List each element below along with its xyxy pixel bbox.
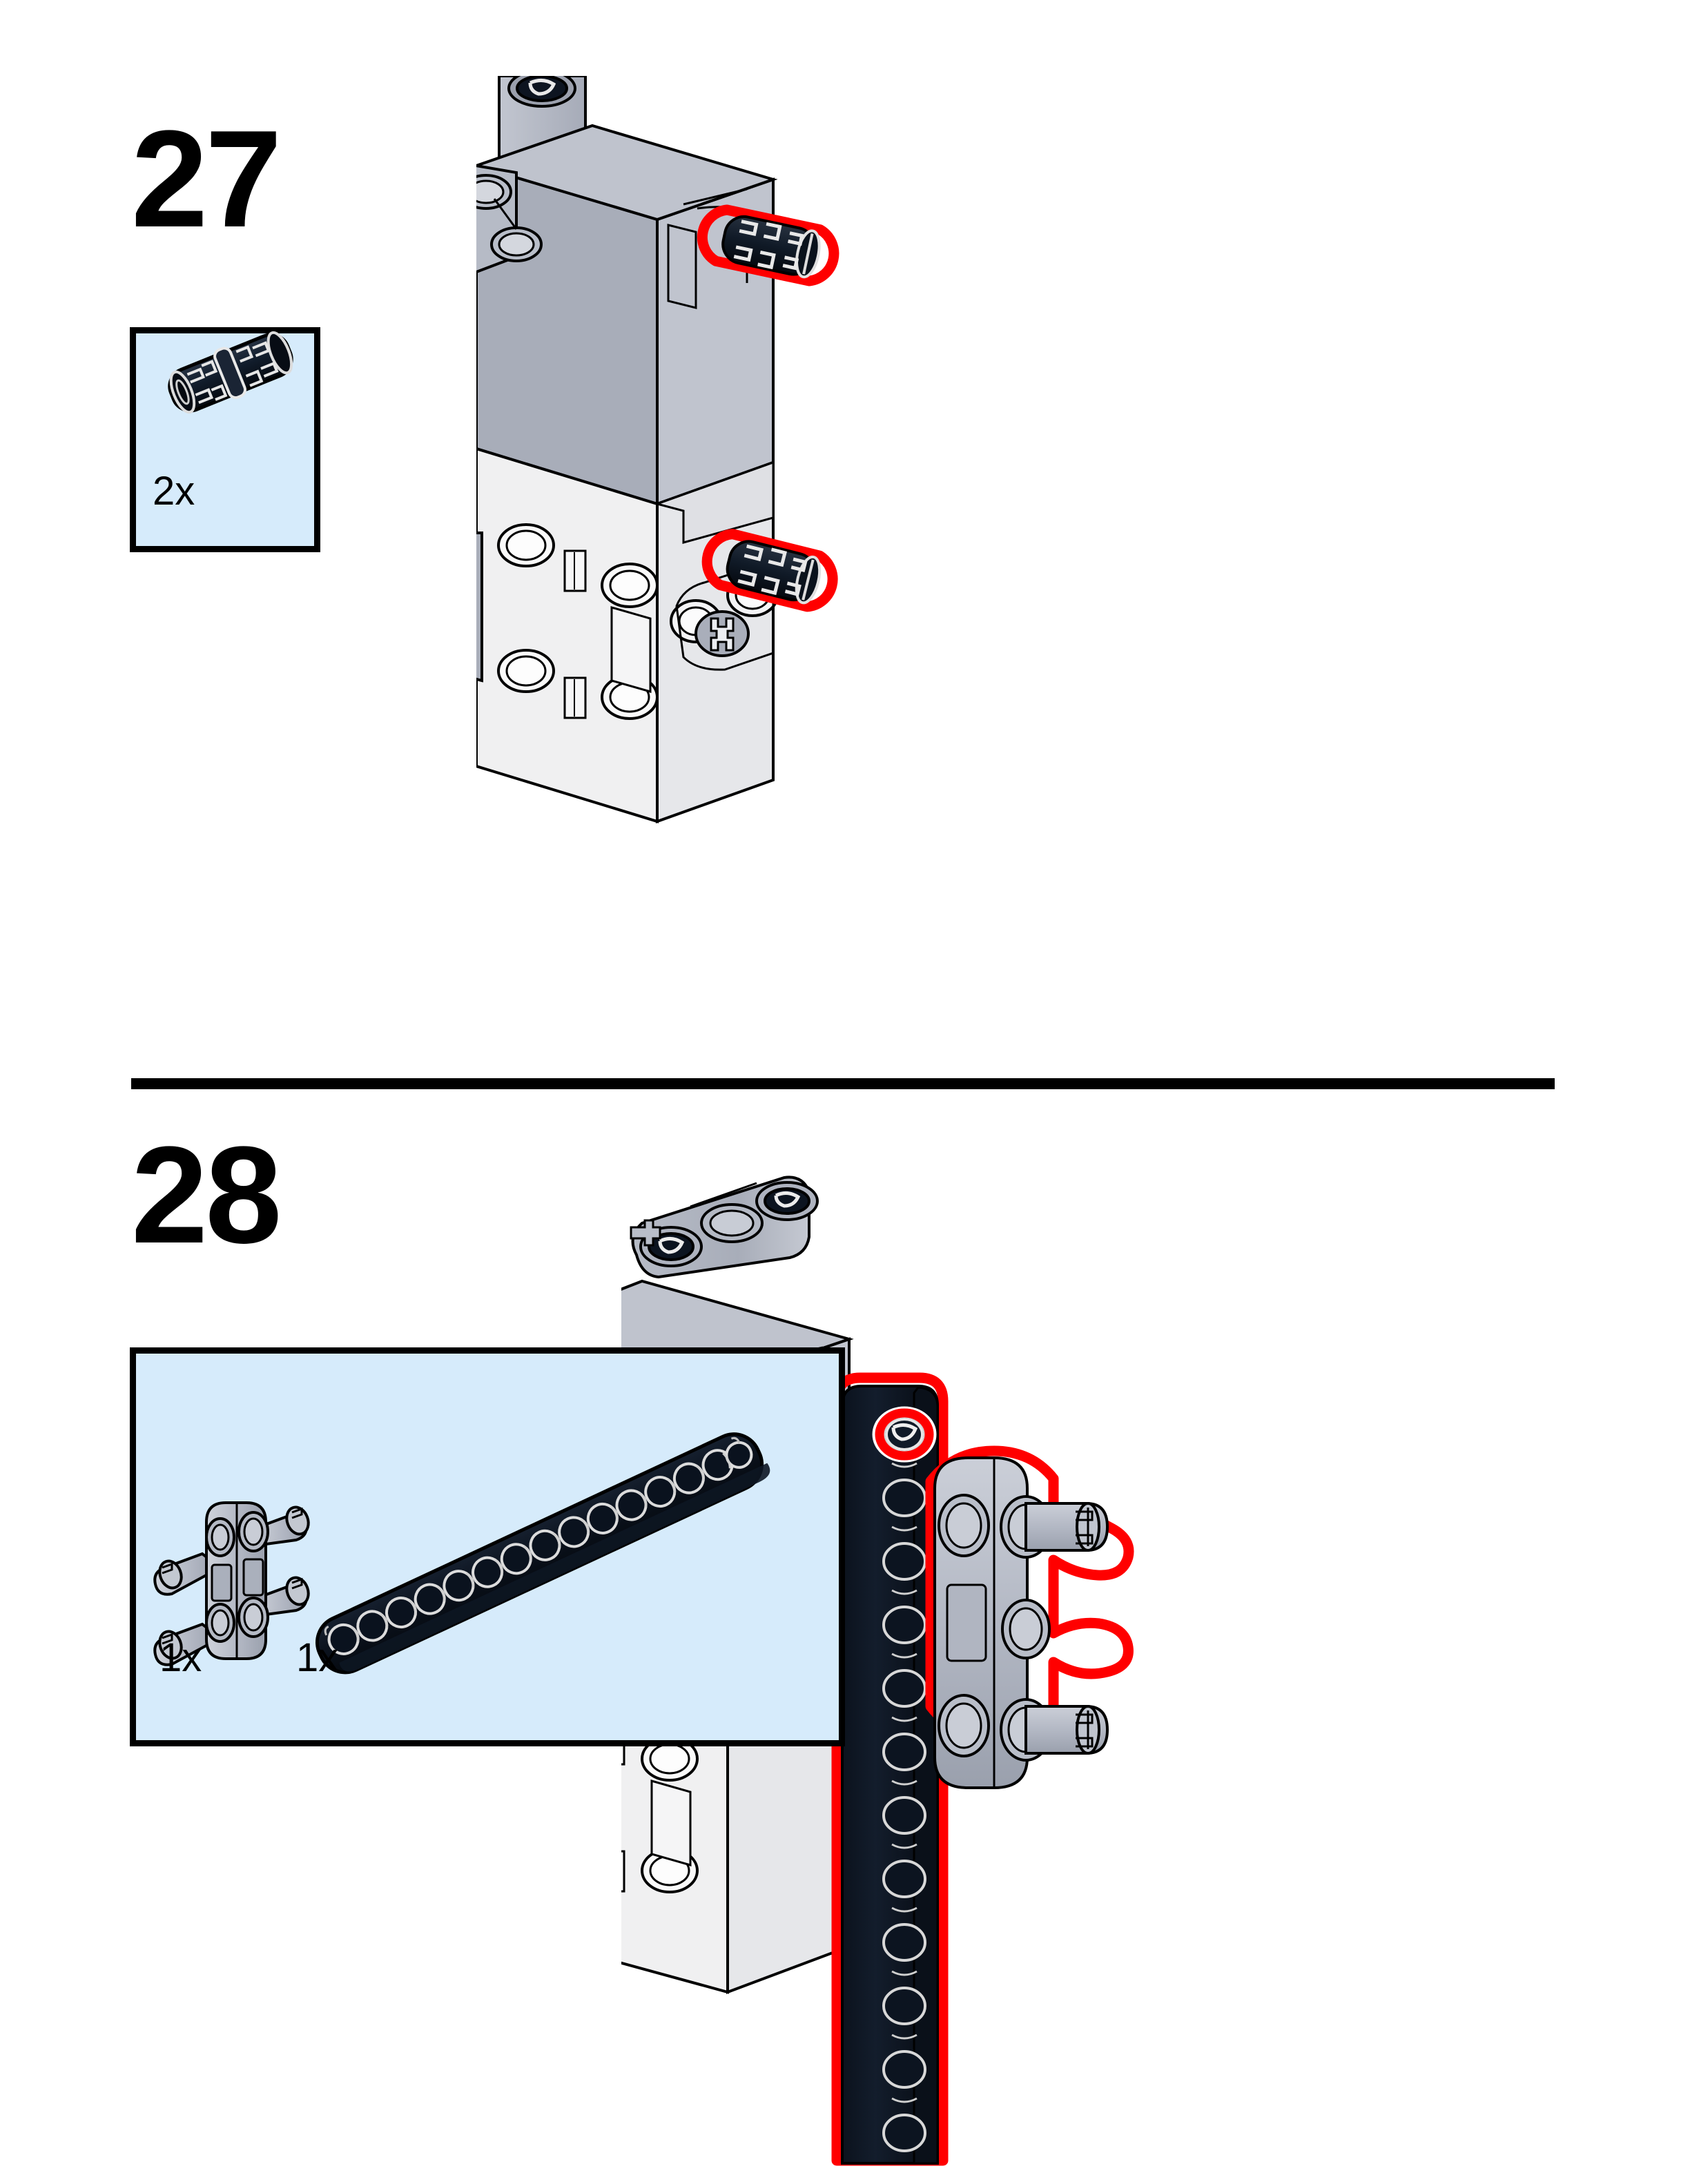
part-quantity-label: 2x [153,469,195,514]
axle-socket [695,610,750,657]
motor-white-body [425,447,779,823]
step-number-27: 27 [131,102,282,256]
technic-pin-highlighted-upper [697,204,839,286]
gray-pin-connector-highlighted [925,1445,1134,1789]
technic-beam-black-15-icon [302,1380,813,1675]
assembly-illustration-27 [425,69,1167,973]
pin-upper-right [1024,1502,1109,1552]
part-quantity-label-beam: 1x [296,1635,339,1680]
technic-pin-black-icon [147,331,303,467]
gray-beam-horizontal-top [630,1176,819,1279]
motor-gray-top [456,124,778,506]
part-quantity-label-connector: 1x [159,1635,202,1680]
parts-callout-28: 1x [130,1347,845,1746]
step-number-28: 28 [131,1118,282,1272]
step-divider [131,1078,1555,1089]
technic-pin-highlighted-lower [701,529,838,612]
parts-callout-27: 2x [130,327,320,552]
technic-pin-connector-gray-icon [153,1474,318,1674]
pin-lower-right [1024,1705,1109,1755]
